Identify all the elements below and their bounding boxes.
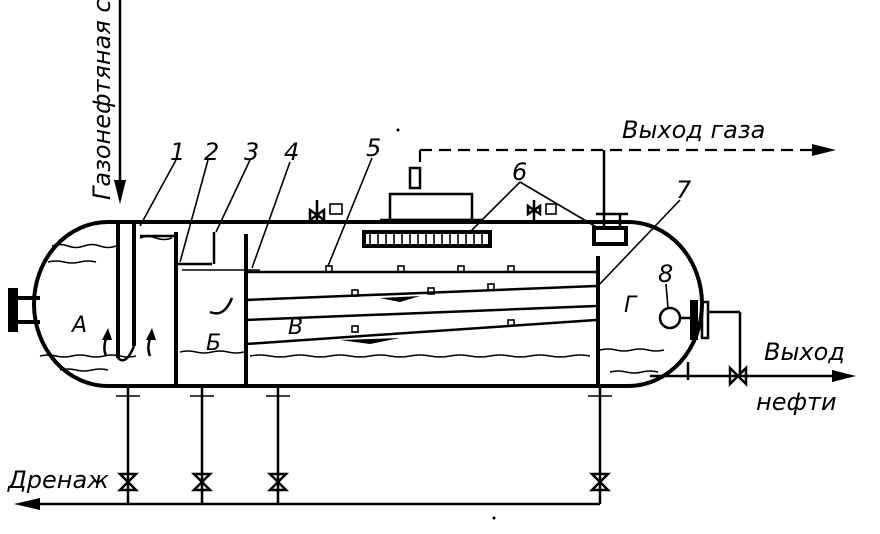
drain-label: Дренаж (7, 466, 109, 494)
flow-arrows (102, 297, 234, 357)
callout-1: 1 (170, 138, 185, 166)
callout-4: 4 (284, 138, 299, 166)
oil-line (650, 300, 856, 388)
oil-outlet-label-2: нефти (756, 388, 837, 416)
oil-outlet-label-1: Выход (764, 338, 845, 366)
callout-6: 6 (512, 158, 527, 186)
callout-3: 3 (244, 138, 259, 166)
demister-box (362, 166, 628, 248)
partitions (140, 232, 600, 386)
top-valves (308, 200, 557, 223)
callout-2: 2 (204, 138, 219, 166)
inlet-label: Газонефтяная смесь (88, 0, 116, 200)
zone-b: Б (206, 331, 221, 356)
gas-outlet-label: Выход газа (622, 116, 765, 144)
callout-7: 7 (676, 176, 692, 204)
zone-g: Г (624, 293, 638, 318)
vessel-shell (8, 220, 704, 388)
leader-lines (139, 157, 681, 309)
zone-v: В (288, 315, 303, 340)
callout-5: 5 (366, 134, 381, 162)
gas-line (418, 144, 836, 214)
inlet-pipe (108, 0, 144, 362)
callout-8: 8 (658, 260, 673, 288)
zone-a: А (70, 313, 87, 338)
drain-lines (14, 386, 612, 510)
